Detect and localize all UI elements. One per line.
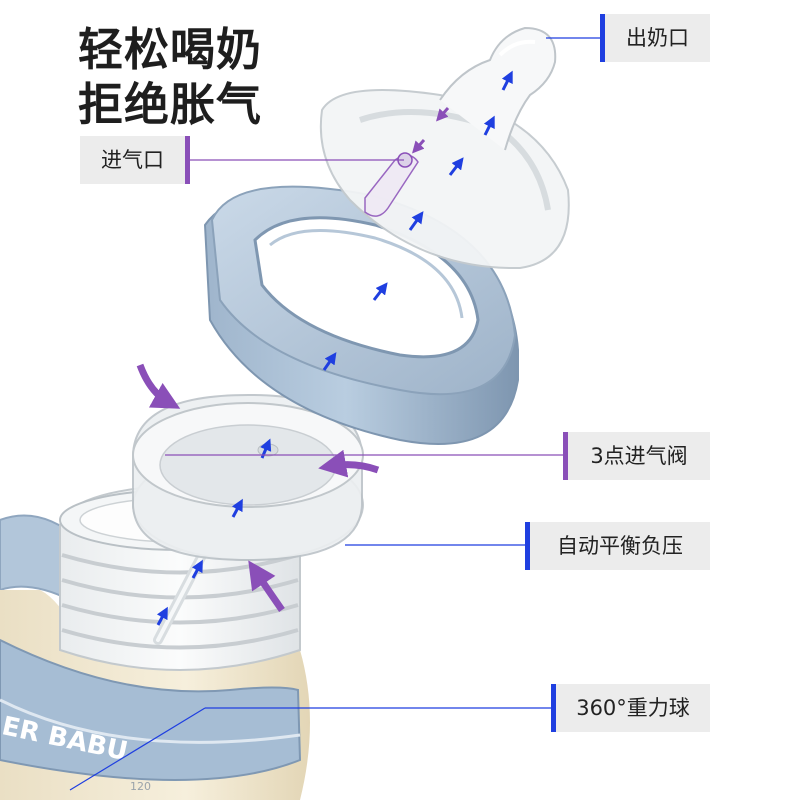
callout-gravity-ball: 360°重力球 [551,684,710,732]
callout-valve: 3点进气阀 [563,432,710,480]
headline: 轻松喝奶 拒绝胀气 [78,22,262,132]
milk-flow-arrows [156,70,513,626]
callout-milk-outlet: 出奶口 [600,14,710,62]
leader-lines [69,37,600,791]
air-flow-arrows [136,107,450,613]
valve-disc [132,393,364,562]
nipple [319,26,570,270]
bottle-scale-mark: 120 [130,780,151,793]
headline-line-1: 轻松喝奶 [78,23,263,76]
callout-air-inlet: 进气口 [80,136,190,184]
callout-balance: 自动平衡负压 [525,522,710,570]
headline-line-2: 拒绝胀气 [78,78,263,131]
leader-gravity-ball [69,707,206,791]
